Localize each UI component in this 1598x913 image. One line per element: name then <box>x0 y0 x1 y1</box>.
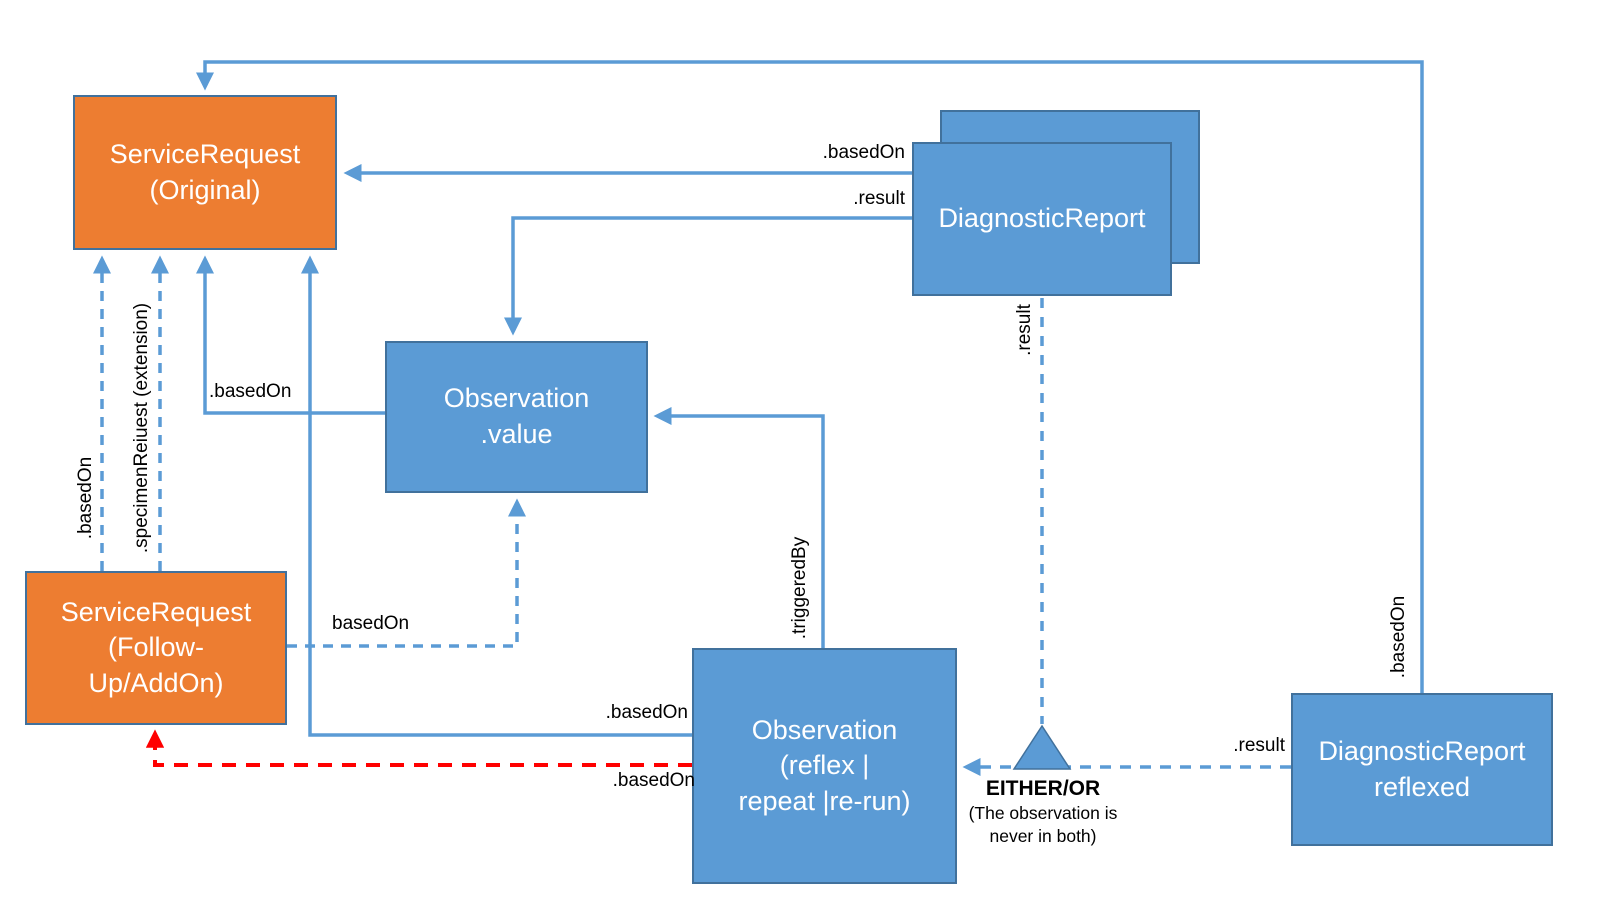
label-basedon-followup-to-sr: .basedOn <box>75 456 96 540</box>
node-label: DiagnosticReport <box>1318 735 1526 766</box>
label-result-dr-to-triangle: .result <box>1014 304 1035 356</box>
node-diagnosticreport: DiagnosticReport <box>912 142 1172 296</box>
label-specimenrequest-extension: .specimenReiuest (extension) <box>131 302 152 554</box>
node-label: .value <box>480 419 553 449</box>
either-or-title: EITHER/OR <box>985 777 1101 800</box>
label-basedon-reflex-to-followup-red: .basedOn <box>612 770 695 791</box>
label-result-reflexed-to-reflex: .result <box>1233 735 1285 756</box>
either-or-note: EITHER/OR (The observation is never in b… <box>938 776 1148 848</box>
label-basedon-followup-to-obsvalue: basedOn <box>332 613 410 634</box>
label-basedon-reflexed-to-sr: .basedOn <box>1388 595 1409 679</box>
edge-result-dr-to-obsvalue <box>503 216 912 336</box>
node-label: Up/AddOn) <box>88 667 224 698</box>
edge-basedon-reflexed-to-sr <box>195 60 1424 693</box>
node-label: Observation <box>751 714 898 745</box>
node-observation-reflex: Observation (reflex | repeat |re-run) <box>692 648 957 884</box>
either-or-triangle <box>1012 724 1072 770</box>
either-or-note-line2: never in both) <box>989 826 1097 846</box>
edge-triggeredby-reflex-to-obsvalue <box>653 406 825 648</box>
node-diagnosticreport-reflexed: DiagnosticReport reflexed <box>1291 693 1553 846</box>
node-label: reflexed <box>1373 771 1471 802</box>
node-label: (reflex | <box>779 750 870 781</box>
label-result-dr-to-obsvalue: .result <box>853 188 905 209</box>
node-observation-value: Observation .value <box>385 341 648 493</box>
edge-basedon-obsvalue-to-sr <box>195 255 385 415</box>
label-basedon-obsvalue-to-sr: .basedOn <box>209 381 292 402</box>
edge-basedon-reflex-to-sr <box>300 255 692 737</box>
either-or-note-line1: (The observation is <box>968 803 1118 824</box>
node-label: ServiceRequest <box>109 138 301 169</box>
edge-basedon-reflex-to-followup-red <box>145 729 692 767</box>
label-triggeredby: .triggeredBy <box>789 536 810 640</box>
node-servicerequest-followup: ServiceRequest (Follow- Up/AddOn) <box>25 571 287 725</box>
node-label: (Follow- <box>107 632 204 663</box>
edge-basedon-followup-to-obsvalue <box>287 498 527 648</box>
node-label: (Original) <box>149 174 261 205</box>
node-servicerequest-original: ServiceRequest (Original) <box>73 95 337 250</box>
node-label: DiagnosticReport <box>938 203 1146 234</box>
node-label: ServiceRequest <box>60 596 252 627</box>
node-label: Observation <box>443 383 590 414</box>
label-basedon-dr-to-sr: .basedOn <box>822 142 905 163</box>
label-basedon-reflex-to-sr: .basedOn <box>605 702 688 723</box>
node-label: repeat |re-run) <box>738 785 911 816</box>
